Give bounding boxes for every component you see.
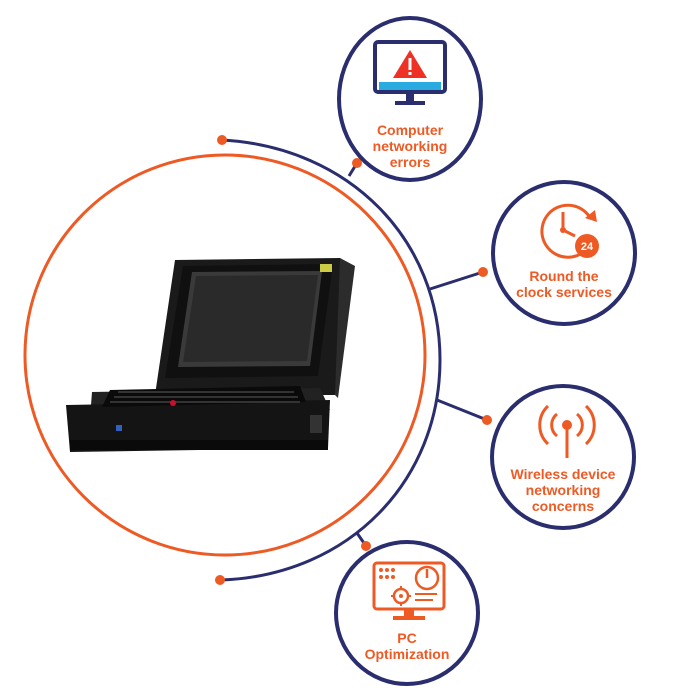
navy-arc: [221, 138, 442, 582]
monitor-alert-icon: [373, 40, 447, 105]
arc-end-dot-bottom: [215, 575, 225, 585]
wireless-antenna-icon: [538, 404, 596, 458]
arc-end-dot-top: [217, 135, 227, 145]
service-node-computer-networking-errors: Computer networking errors: [337, 16, 483, 182]
clock-badge: 24: [581, 241, 594, 253]
service-label: Wireless device networking concerns: [510, 466, 616, 514]
connector-dot-1: [352, 158, 362, 168]
service-node-wireless-device: Wireless device networking concerns: [490, 384, 636, 530]
service-label: Computer networking errors: [372, 122, 448, 170]
laptop-image: [66, 258, 355, 452]
connector-2: [429, 270, 484, 291]
service-node-pc-optimization: PC Optimization: [334, 540, 480, 686]
pc-optimization-icon: [372, 561, 446, 620]
connector-dot-2: [478, 267, 488, 277]
service-label: PC Optimization: [364, 630, 450, 662]
connector-dot-4: [361, 541, 371, 551]
laptop-ring: [23, 153, 427, 557]
connector-3: [436, 398, 488, 422]
clock-24-icon: 24: [540, 203, 599, 259]
service-label: Round the clock services: [516, 268, 612, 300]
service-node-round-the-clock: 24 Round the clock services: [491, 180, 637, 326]
connector-dot-3: [482, 415, 492, 425]
